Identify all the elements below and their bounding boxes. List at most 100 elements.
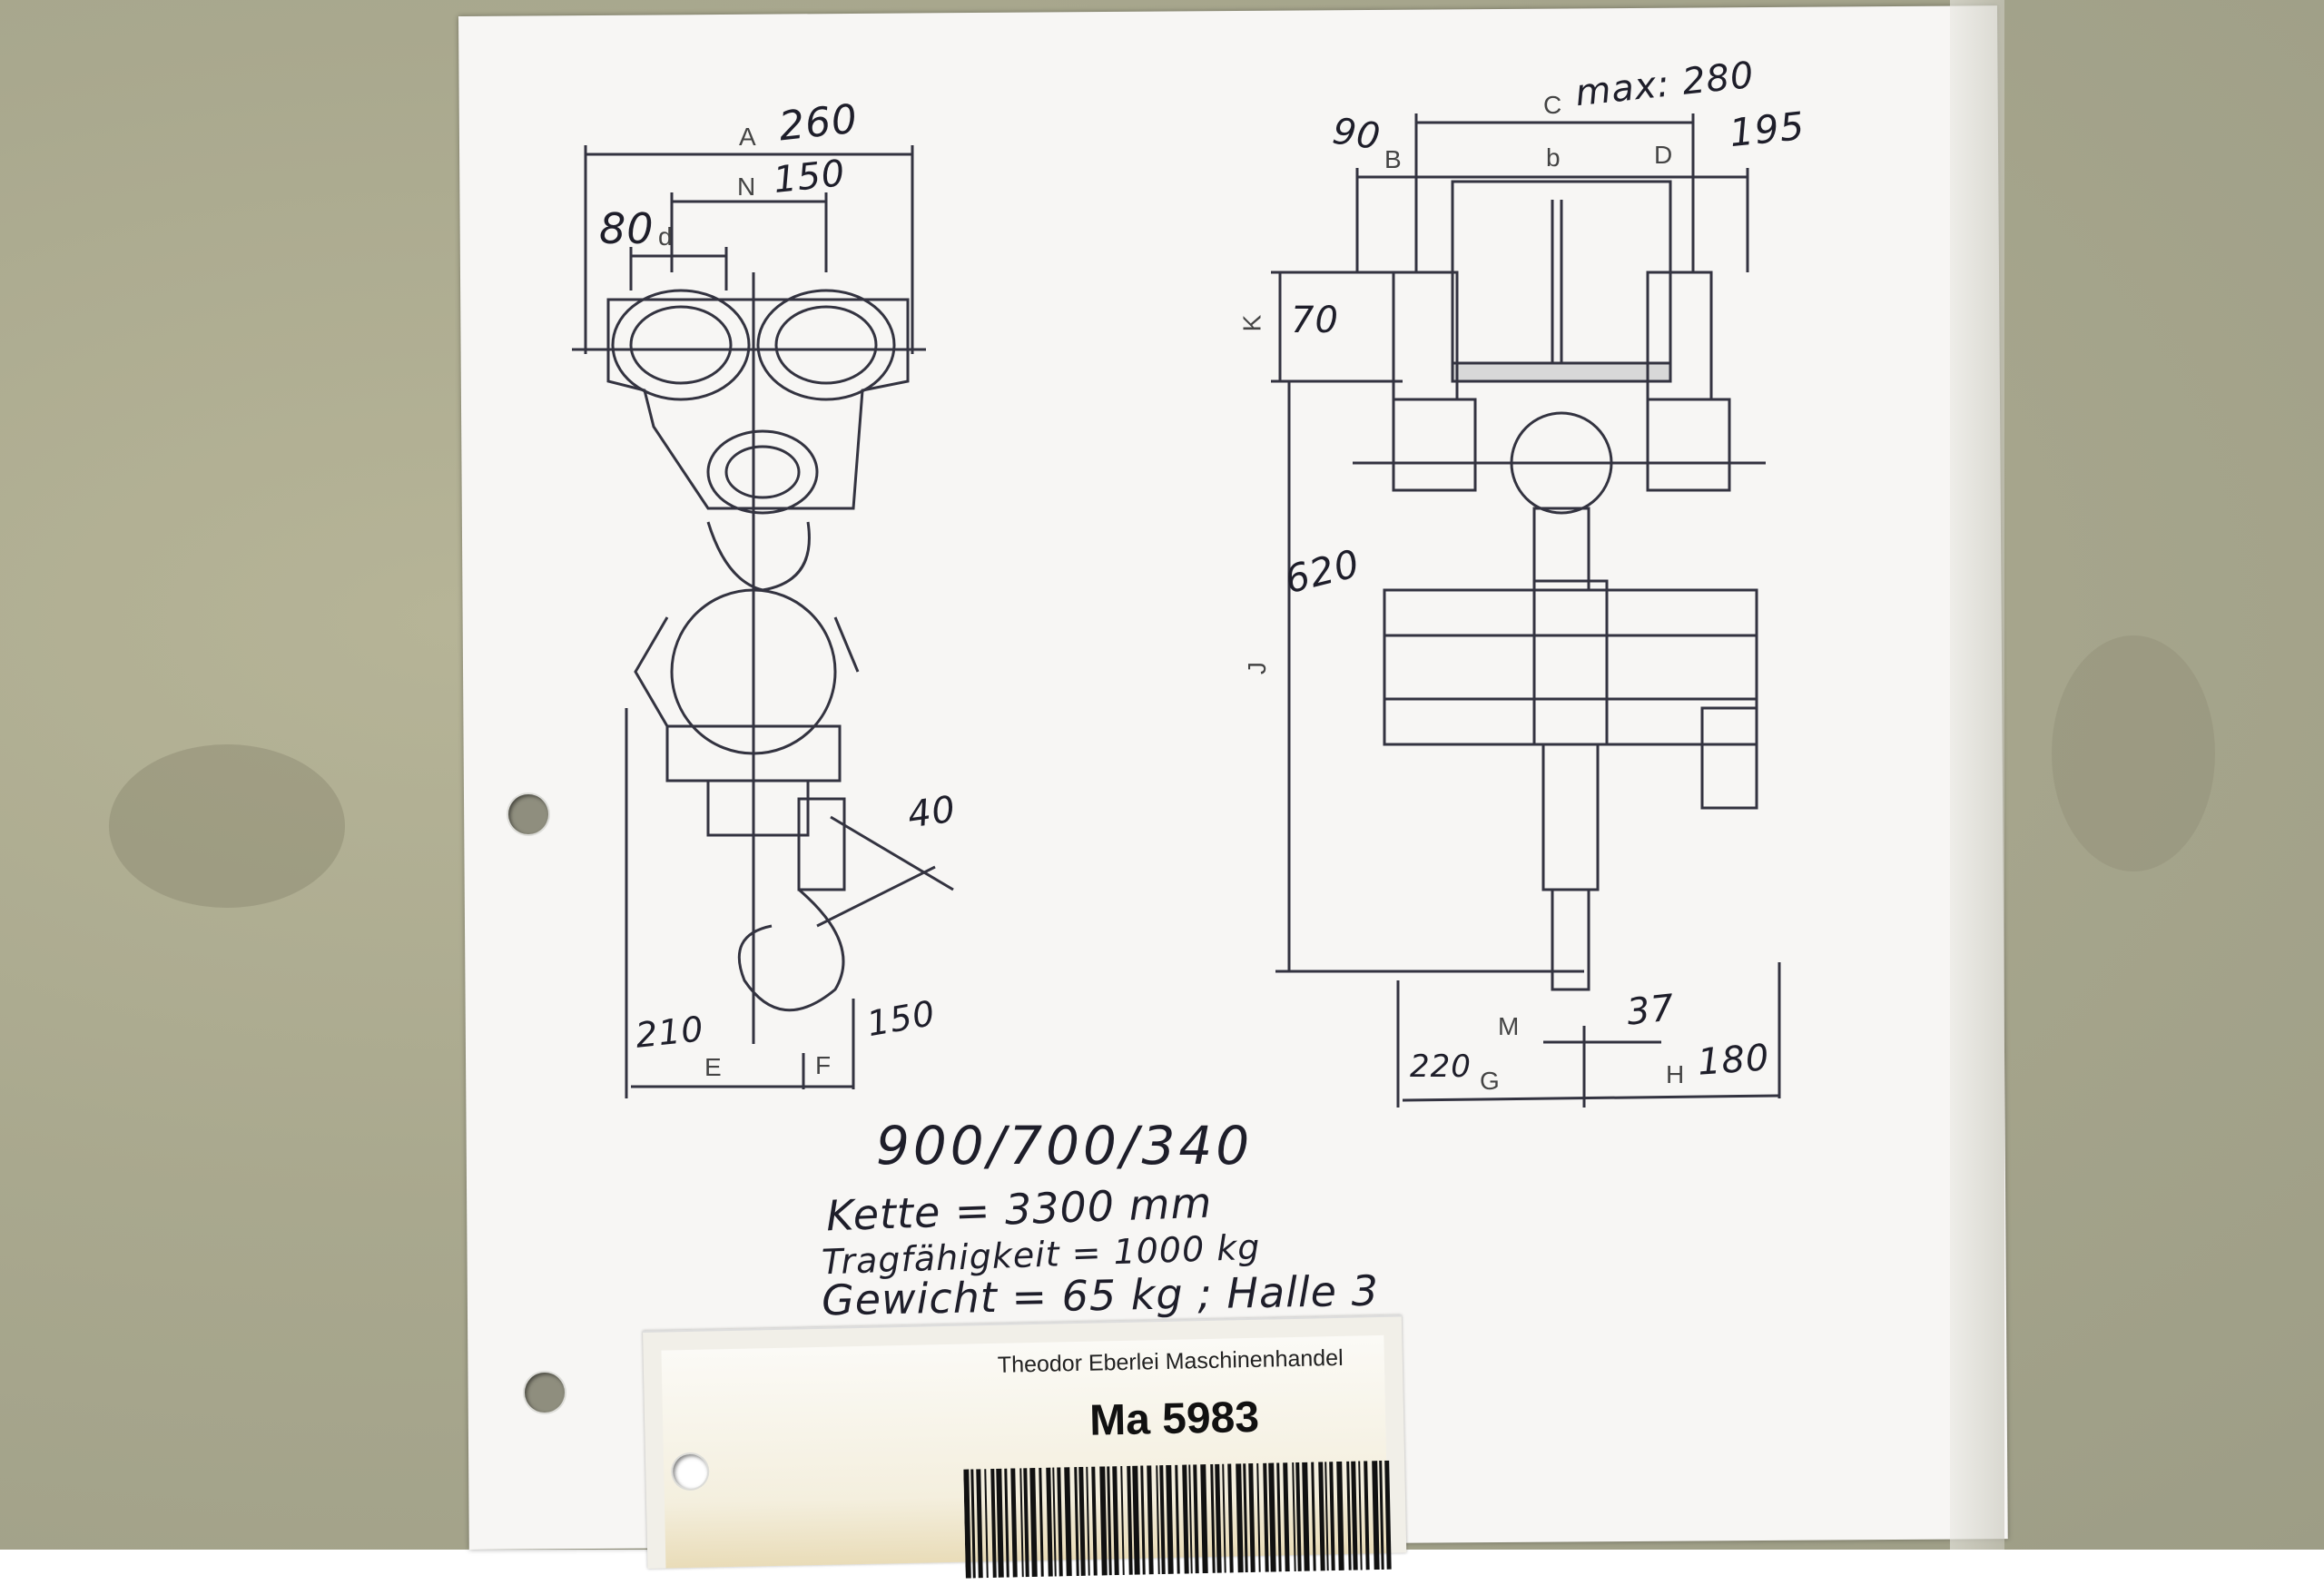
stain: [2052, 635, 2215, 871]
barcode-bar: [1127, 1465, 1133, 1575]
barcode-bar: [1324, 1462, 1329, 1571]
dim-n-value: 150: [771, 152, 848, 202]
barcode-bar: [1010, 1468, 1018, 1578]
weight-note: Gewicht = 65 kg ; Halle 3: [821, 1265, 1380, 1325]
barcode-bar: [1263, 1462, 1269, 1572]
barcode-bar: [1193, 1464, 1199, 1574]
barcode-bar: [1243, 1463, 1248, 1573]
technical-drawing: [572, 113, 1781, 1108]
left-view: [572, 145, 954, 1098]
barcode-bar: [1379, 1460, 1384, 1570]
barcode-bar: [1023, 1468, 1029, 1578]
barcode-bar: [1210, 1463, 1216, 1573]
dim-a-value: 260: [776, 95, 861, 151]
barcode-bar: [1166, 1464, 1174, 1574]
dim-letter-j: J: [1243, 662, 1271, 674]
barcode-bar: [1112, 1466, 1119, 1576]
barcode-bar: [1046, 1467, 1053, 1577]
right-view: [1271, 113, 1781, 1108]
barcode-bar: [1029, 1467, 1038, 1578]
barcode-bar: [1276, 1462, 1282, 1572]
dim-letter-a: A: [739, 123, 756, 151]
barcode-bar: [1256, 1462, 1261, 1572]
stain: [109, 744, 345, 908]
barcode-bar: [1052, 1467, 1057, 1577]
barcode-bar: [1295, 1462, 1302, 1571]
barcode-bar: [1064, 1467, 1072, 1577]
barcode-bar: [1351, 1461, 1358, 1570]
barcode-bar: [1147, 1465, 1154, 1575]
barcode-bar: [1099, 1466, 1108, 1576]
punch-hole: [525, 1373, 565, 1413]
barcode-bar: [990, 1468, 997, 1578]
dim-letter-k: K: [1237, 314, 1266, 332]
barcode-bar: [1384, 1460, 1392, 1570]
label-face: Theodor Eberlei Maschinenhandel Ma 5983: [661, 1334, 1392, 1579]
barcode-bar: [1004, 1468, 1009, 1578]
barcode-bar: [1346, 1461, 1352, 1570]
barcode-bar: [1302, 1462, 1310, 1571]
barcode-bar: [1222, 1463, 1226, 1573]
dim-letter-f: F: [815, 1051, 832, 1079]
dim-letter-n: N: [737, 172, 756, 201]
barcode-bar: [1132, 1465, 1140, 1575]
barcode-bar: [1364, 1461, 1370, 1570]
barcode-bar: [1200, 1464, 1208, 1574]
dim-letter-e: E: [704, 1053, 722, 1081]
dim-letter-h: H: [1666, 1060, 1685, 1088]
barcode-bar: [1120, 1465, 1125, 1575]
dim-letter-m: M: [1498, 1012, 1520, 1040]
barcode-bar: [1140, 1465, 1146, 1575]
sheet-edge: [1950, 0, 2004, 1550]
dim-d-value: 195: [1727, 103, 1807, 156]
dim-e-value: 210: [633, 1009, 706, 1056]
barcode-bar: [1215, 1463, 1222, 1573]
barcode-bar: [1078, 1466, 1086, 1576]
dim-g-value: 220: [1410, 1048, 1472, 1085]
inventory-label: Theodor Eberlei Maschinenhandel Ma 5983: [643, 1314, 1407, 1579]
barcode-bar: [1156, 1465, 1160, 1575]
barcode-bar: [1318, 1462, 1325, 1571]
dim-m-value: 37: [1624, 987, 1678, 1034]
barcode-bar: [1188, 1464, 1193, 1574]
barcode-bar: [1182, 1464, 1189, 1574]
barcode-bar: [1107, 1466, 1112, 1576]
barcode-bar: [970, 1469, 976, 1579]
barcode-bar: [1358, 1461, 1363, 1570]
stock-number: Ma 5983: [1088, 1393, 1260, 1445]
dim-letter-d: d: [658, 222, 673, 251]
barcode-bar: [1227, 1463, 1234, 1573]
dim-letter-d: D: [1654, 141, 1673, 169]
barcode-bar: [996, 1468, 1004, 1578]
barcode-bar: [1086, 1466, 1090, 1576]
barcode-bar: [1248, 1462, 1256, 1573]
barcode-bar: [984, 1469, 989, 1579]
barcode-bar: [1159, 1465, 1166, 1575]
company-name: Theodor Eberlei Maschinenhandel: [997, 1344, 1344, 1378]
dim-d-value: 80: [599, 204, 655, 253]
barcode-bar: [963, 1469, 971, 1579]
barcode-bar: [1236, 1463, 1244, 1573]
dim-letter-b: B: [1384, 145, 1402, 173]
punch-hole: [508, 794, 548, 834]
barcode-bar: [1372, 1461, 1380, 1570]
dim-letter-g: G: [1480, 1067, 1500, 1095]
barcode-bar: [1329, 1462, 1335, 1571]
barcode-bar: [1074, 1467, 1079, 1577]
barcode-bar: [1268, 1462, 1276, 1572]
dim-letter-c: C: [1543, 91, 1562, 119]
dim-hook-value: 40: [905, 788, 959, 837]
dim-k-value: 70: [1291, 300, 1339, 341]
barcode-bar: [1292, 1462, 1296, 1572]
barcode: [963, 1460, 1392, 1579]
barcode-bar: [1175, 1464, 1180, 1574]
barcode-bar: [1057, 1467, 1063, 1577]
model-note: 900/700/340: [876, 1115, 1254, 1176]
dim-letter-b-small: b: [1546, 143, 1561, 172]
barcode-bar: [1336, 1461, 1344, 1571]
barcode-bar: [1039, 1467, 1044, 1577]
barcode-bar: [976, 1469, 983, 1579]
barcode-bar: [1311, 1462, 1316, 1571]
dim-b-value: 90: [1330, 110, 1384, 159]
